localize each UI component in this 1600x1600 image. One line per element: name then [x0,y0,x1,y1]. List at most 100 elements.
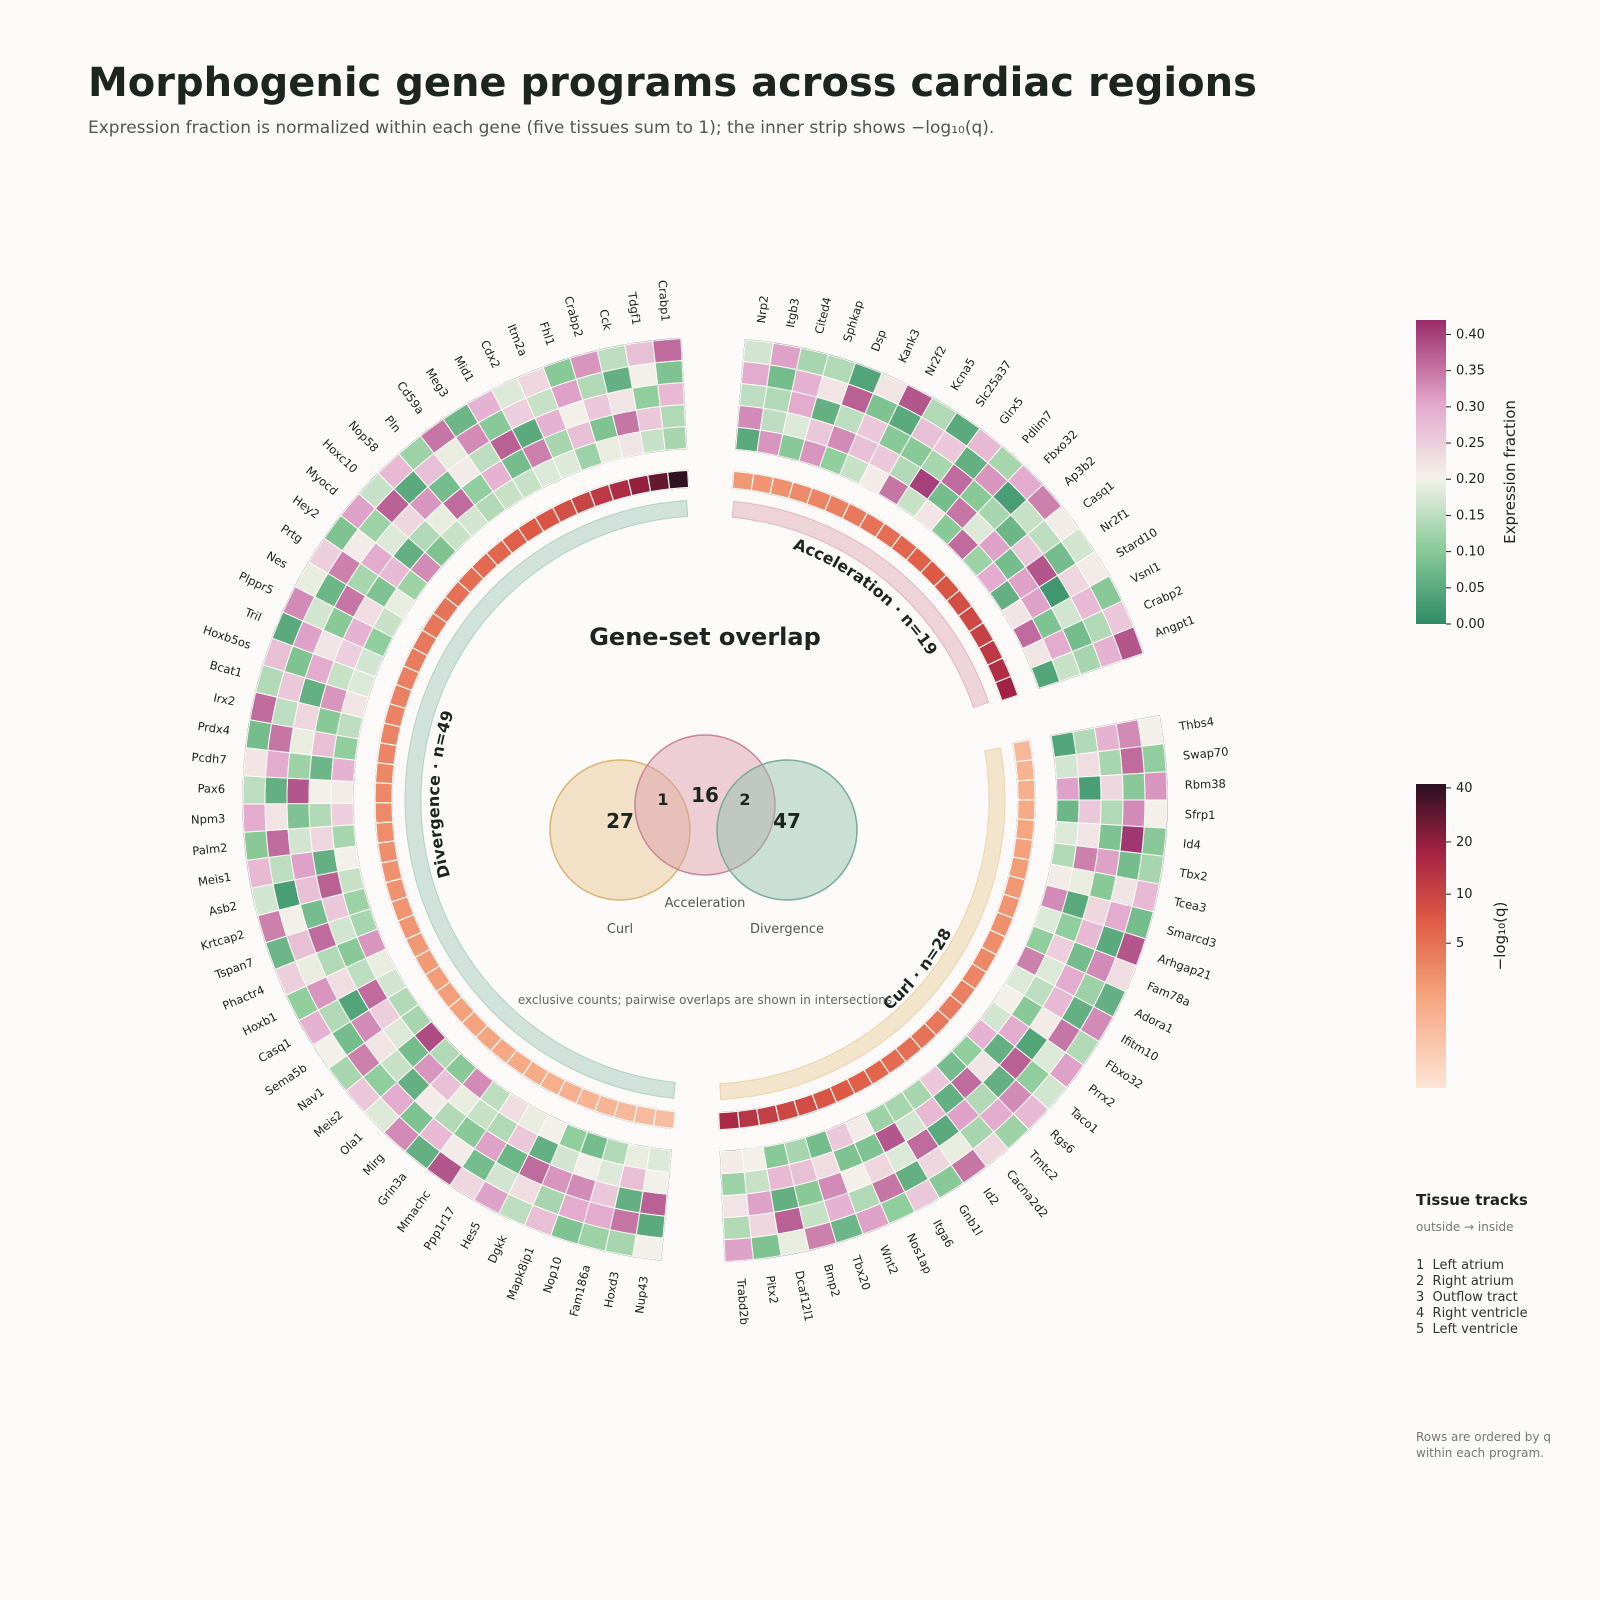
expression-tick-label: 0.05 [1456,581,1485,596]
gene-label: Nop10 [540,1255,565,1295]
heatmap-cell [286,802,311,830]
q-cell [731,470,755,492]
gene-label: Nes [264,548,290,571]
gene-label: Grin3a [375,1170,410,1209]
heatmap-cell [737,404,765,431]
gene-label: Sphkap [840,299,866,344]
gene-label: Cck [597,308,615,332]
gene-label: Krtcap2 [199,927,246,953]
tissue-legend-item: 4 Right ventricle [1416,1306,1528,1321]
heatmap-cell [719,1149,745,1175]
heatmap-cell [1141,826,1167,857]
heatmap-cell [1077,775,1102,801]
q-tick-label: 40 [1456,781,1473,796]
heatmap-cell [1121,772,1146,801]
q-cell [374,782,394,804]
heatmap-cell [1075,822,1101,849]
gene-label: Crabp2 [561,295,585,339]
heatmap-cell [311,848,339,877]
heatmap-cell [1115,850,1143,881]
gene-label: Trabd2b [734,1277,751,1325]
heatmap-cell [1143,799,1168,829]
gene-label: Stard10 [1114,525,1160,560]
heatmap-cell [1053,753,1079,780]
gene-label: Smarcd3 [1165,923,1218,950]
gene-label: Hoxc10 [320,436,361,476]
gene-label: Adora1 [1133,1006,1176,1037]
gene-label: Hoxb1 [240,1009,279,1038]
heatmap-cell [721,1193,750,1219]
gene-label: Tbx20 [849,1253,874,1292]
heatmap-cell [723,1237,754,1263]
gene-label: Pcdh7 [191,750,227,767]
heatmap-cell [735,426,761,453]
q-cell [994,675,1019,702]
heatmap-cell [1072,727,1099,755]
gene-label: Phactr4 [220,983,266,1013]
gene-label: Cited4 [812,296,834,336]
q-tick-label: 20 [1456,835,1473,850]
heatmap-cell [1055,776,1080,801]
venn-overlap-acceleration-divergence: 2 [739,790,750,809]
heatmap-cell [635,1212,666,1239]
gene-label: Id2 [980,1185,1002,1208]
gene-label: Nop58 [346,418,382,455]
heatmap-cell [631,384,661,411]
program-band [404,500,689,1099]
gene-label: Gnb1l [956,1202,986,1238]
gene-label: Taco1 [1066,1104,1101,1137]
gene-label: Tcea3 [1172,894,1208,915]
heatmap-cell [245,719,273,751]
gene-label: Ifitm10 [1119,1032,1162,1064]
q-cell [647,471,671,493]
heatmap-cell [332,734,359,761]
gene-label: Dcaf12l1 [792,1269,816,1322]
q-cell [666,469,690,490]
heatmap-cell [639,427,666,454]
gene-label: Kank3 [895,327,922,365]
program-band [731,500,990,709]
heatmap-cell [722,1215,752,1241]
q-tick-label: 10 [1456,887,1473,902]
q-cell [376,742,398,766]
gene-label: Vsnl1 [1128,559,1163,586]
expression-tick-label: 0.15 [1456,508,1485,523]
heatmap-cell [337,866,365,895]
heatmap-cell [1053,820,1079,847]
gene-label: Itga6 [930,1217,957,1250]
q-tick-label: 5 [1456,936,1464,951]
expression-tick-label: 0.00 [1456,617,1485,632]
q-cell [1015,818,1036,841]
tissue-legend-title: Tissue tracks [1416,1191,1528,1209]
gene-label: Nos1ap [904,1231,935,1276]
venn-label-divergence: Divergence [750,922,824,937]
q-cell [1015,759,1036,782]
heatmap-cell [639,1190,668,1217]
heatmap-cell [720,1171,747,1197]
expression-colorbar: 0.000.050.100.150.200.250.300.350.40 Exp… [1416,320,1519,632]
gene-label: Slc25a37 [972,358,1014,410]
heatmap-cell [1115,719,1143,750]
gene-label: Plppr5 [237,569,276,598]
venn-count-acceleration: 16 [691,783,719,807]
heatmap-cell [1093,847,1121,877]
gene-label: Asb2 [207,899,238,919]
gene-label: Itgb3 [783,297,802,329]
heatmap-cell [742,339,774,366]
heatmap-cell [654,360,684,386]
gene-label: Ap3b2 [1061,453,1098,488]
gene-label: Mirg [360,1150,387,1178]
heatmap-cell [740,361,771,388]
gene-label: Kcna5 [948,355,978,393]
heatmap-cell [1141,743,1167,774]
gene-label: Tspan7 [212,955,255,982]
q-cell [380,859,403,884]
heatmap-cell [652,338,683,364]
gene-label: Fbxo32 [1041,427,1081,467]
footnote-line-2: within each program. [1416,1446,1544,1460]
q-cell [1016,799,1036,821]
gene-label: Fam186a [567,1263,594,1318]
q-cell [755,1104,780,1127]
heatmap-cell [330,779,355,804]
